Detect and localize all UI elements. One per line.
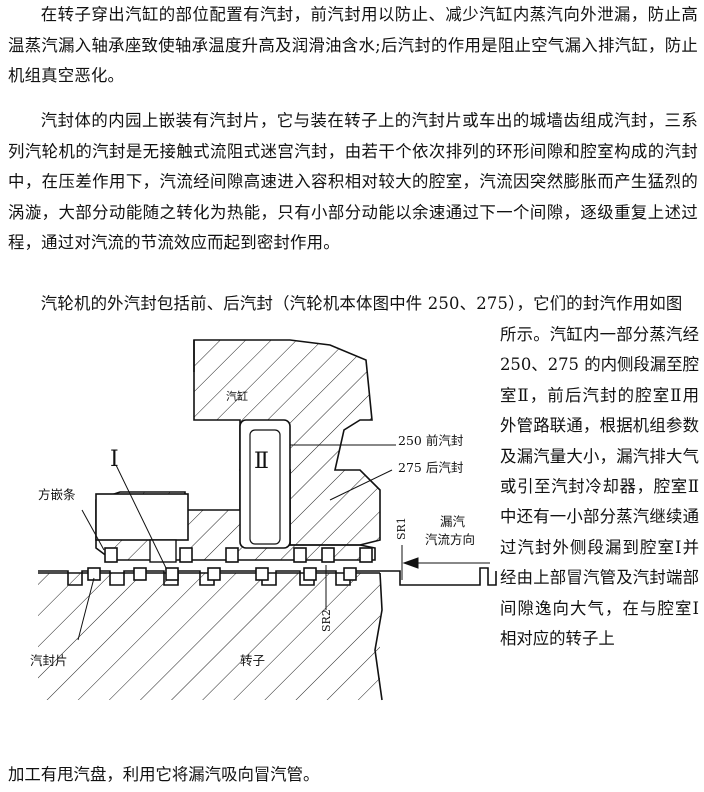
paragraph-3: 汽轮机的外汽封包括前、后汽封（汽轮机本体图中件 250、275），它们的封汽作用… [40,294,683,313]
label-sr1: SR1 [395,517,408,540]
label-chamber-2: Ⅱ [254,449,269,474]
seal-body [95,419,376,563]
leader-lines [77,444,490,641]
label-rotor: 转子 [240,653,265,668]
label-chamber-1: Ⅰ [110,447,119,472]
label-leak-2: 汽流方向 [425,532,475,547]
rotor-shape [38,567,497,701]
label-leak-1: 漏汽 [440,514,466,529]
label-sr2: SR2 [320,609,333,632]
label-seal-fin: 汽封片 [30,653,68,668]
closing-line: 加工有甩汽盘，利用它将漏汽吸向冒汽管。 [8,765,320,784]
label-cylinder: 汽缸 [226,389,248,403]
paragraph-2: 汽封体的内园上嵌装有汽封片，它与装在转子上的汽封片或车出的城墙齿组成汽封，三系列… [8,111,698,252]
label-rear-seal: 275 后汽封 [398,460,463,475]
label-square-strip: 方嵌条 [38,487,76,502]
paragraph-1: 在转子穿出汽缸的部位配置有汽封，前汽封用以防止、减少汽缸内蒸汽向外泄漏，防止高温… [8,5,698,85]
label-front-seal: 250 前汽封 [398,433,463,448]
side-paragraph: 所示。汽缸内一部分蒸汽经 250、275 的内侧段漏至腔室Ⅱ，前后汽封的腔室Ⅱ用… [500,325,699,649]
